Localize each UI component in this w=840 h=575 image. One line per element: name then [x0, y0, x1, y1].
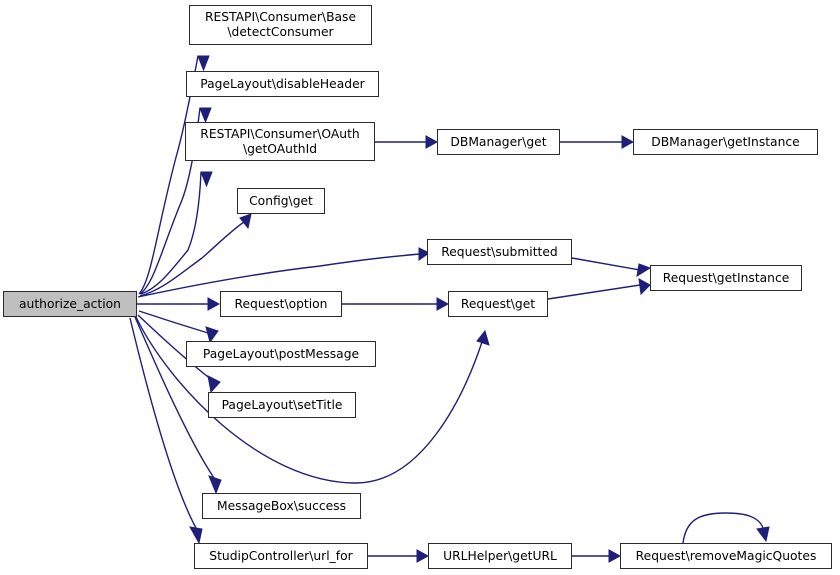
node-request_option[interactable]: Request\option [220, 291, 342, 317]
node-label: Request\submitted [441, 244, 558, 259]
arrowhead-authorize_action-to-messagebox_success [208, 475, 222, 495]
node-label: PageLayout\disableHeader [200, 76, 365, 91]
node-url_for[interactable]: StudipController\url_for [194, 543, 368, 569]
arrowhead-authorize_action-to-getOAuthId [200, 171, 213, 188]
arrowhead-getURL-to-removeMagicQuotes [608, 549, 622, 563]
arrowhead-removeMagicQuotes-to-removeMagicQuotes [756, 526, 770, 543]
node-label: Config\get [249, 193, 313, 208]
node-label: RESTAPI\Consumer\Base \detectConsumer [204, 10, 357, 39]
node-authorize_action: authorize_action [3, 291, 137, 317]
node-dbmanager_getInstance[interactable]: DBManager\getInstance [633, 129, 818, 155]
node-label: Request\removeMagicQuotes [635, 548, 817, 563]
node-label: PageLayout\postMessage [202, 346, 360, 361]
edge-authorize_action-to-config_get [139, 221, 245, 297]
node-label: authorize_action [19, 296, 121, 311]
node-detectConsumer[interactable]: RESTAPI\Consumer\Base \detectConsumer [189, 5, 372, 45]
node-setTitle[interactable]: PageLayout\setTitle [208, 392, 356, 418]
node-removeMagicQuotes[interactable]: Request\removeMagicQuotes [620, 543, 832, 569]
node-label: Request\getInstance [662, 270, 790, 285]
node-label: DBManager\get [450, 134, 547, 149]
arrowhead-request_option-to-request_get [436, 297, 450, 311]
node-messagebox_success[interactable]: MessageBox\success [202, 493, 361, 519]
arrowhead-authorize_action-to-postMessage [205, 326, 219, 344]
arrowhead-authorize_action-to-request_get [476, 329, 490, 346]
arrowhead-url_for-to-getURL [416, 549, 430, 563]
edge-authorize_action-to-postMessage [138, 310, 209, 334]
node-label: URLHelper\getURL [443, 548, 557, 563]
node-label: DBManager\getInstance [651, 134, 800, 149]
node-request_submitted[interactable]: Request\submitted [427, 239, 572, 265]
node-config_get[interactable]: Config\get [237, 188, 325, 214]
node-disableHeader[interactable]: PageLayout\disableHeader [186, 71, 379, 97]
arrowhead-authorize_action-to-config_get [239, 213, 252, 230]
arrowhead-dbmanager_get-to-dbmanager_getInstance [621, 135, 635, 149]
edge-authorize_action-to-getOAuthId [140, 171, 202, 295]
edge-request_get-to-request_getInstance [547, 284, 641, 300]
edge-removeMagicQuotes-to-removeMagicQuotes [682, 512, 764, 544]
arrowhead-authorize_action-to-disableHeader [199, 107, 212, 124]
node-label: MessageBox\success [217, 498, 346, 513]
node-request_getInstance[interactable]: Request\getInstance [650, 265, 802, 291]
node-getURL[interactable]: URLHelper\getURL [428, 543, 572, 569]
arrowhead-authorize_action-to-setTitle [207, 375, 221, 394]
arrowhead-authorize_action-to-url_for [189, 526, 203, 545]
node-label: Request\option [234, 296, 328, 311]
node-dbmanager_get[interactable]: DBManager\get [437, 129, 560, 155]
edge-request_submitted-to-request_getInstance [571, 257, 641, 271]
node-request_get[interactable]: Request\get [448, 291, 548, 317]
arrowhead-authorize_action-to-request_option [207, 297, 221, 311]
node-label: PageLayout\setTitle [221, 397, 343, 412]
node-postMessage[interactable]: PageLayout\postMessage [186, 341, 376, 367]
arrowhead-request_get-to-request_getInstance [638, 278, 651, 296]
node-label: RESTAPI\Consumer\OAuth \getOAuthId [200, 126, 360, 156]
arrowhead-authorize_action-to-detectConsumer [197, 55, 210, 72]
node-label: Request\get [460, 296, 536, 311]
arrowhead-request_submitted-to-request_getInstance [636, 263, 652, 278]
node-getOAuthId[interactable]: RESTAPI\Consumer\OAuth \getOAuthId [185, 122, 375, 161]
arrowhead-getOAuthId-to-dbmanager_get [425, 135, 439, 149]
node-label: StudipController\url_for [209, 548, 353, 563]
